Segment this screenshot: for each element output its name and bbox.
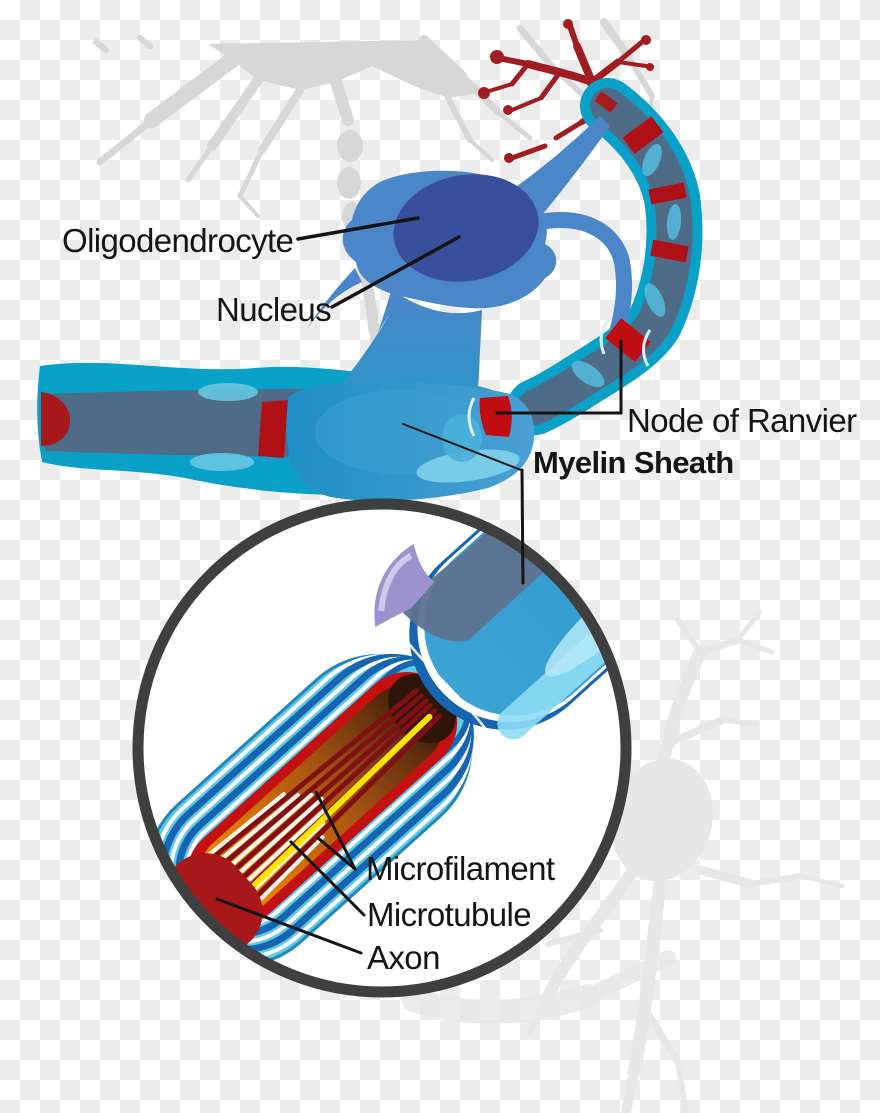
label-myelin-sheath: Myelin Sheath <box>533 445 734 480</box>
node-of-ranvier-band-right <box>479 396 512 437</box>
node-of-ranvier-band <box>622 116 664 154</box>
background-neuron-silhouette-bottom <box>402 609 844 1113</box>
pointer-nucleus <box>330 235 461 309</box>
wrap-edge-white <box>599 317 612 355</box>
chain-junction-node-band <box>594 91 618 113</box>
oligodendrocyte-process-right <box>532 212 632 344</box>
label-node-of-ranvier: Node of Ranvier <box>627 402 857 439</box>
node-of-ranvier-band-big <box>605 318 651 362</box>
myelinated-axon-chain <box>507 78 703 435</box>
pointer-oligodendrocyte <box>296 216 420 241</box>
label-nucleus: Nucleus <box>216 291 331 328</box>
node-of-ranvier-bands-chain <box>622 116 689 263</box>
myelin-highlight <box>198 383 258 401</box>
wrap-highlight <box>416 449 520 483</box>
label-microfilament: Microfilament <box>366 850 555 887</box>
silhouette-branches <box>402 609 844 1113</box>
myelin-highlight <box>190 453 254 471</box>
label-axon: Axon <box>367 939 440 976</box>
pointer-myelin-sheath-upper <box>402 423 522 471</box>
oligodendrocyte-process-left <box>306 268 362 330</box>
pointer-lines <box>215 216 623 955</box>
pointer-microfilament-1 <box>314 790 357 871</box>
node-of-ranvier-band <box>648 182 687 205</box>
inset-sheath-top-shade <box>400 508 622 642</box>
inset-sheath-edge-line <box>390 617 505 755</box>
silhouette-soma <box>611 758 713 882</box>
inset-circle-border <box>132 498 632 998</box>
inset-sheath-flap-inner <box>378 553 413 612</box>
silhouette-axon-bead <box>337 130 363 162</box>
pointer-myelin-sheath-inset <box>520 468 525 585</box>
oligodendrocyte-process-funnel <box>336 295 482 398</box>
inset-sheath-flap <box>374 543 435 627</box>
wrap-edge-white <box>642 329 652 367</box>
pointer-microfilament-2 <box>316 836 357 871</box>
silhouette-soma <box>208 40 486 98</box>
wrap-edge-white <box>467 397 476 437</box>
axon-left-node-cap <box>41 392 70 446</box>
node-of-ranvier-band <box>650 239 689 263</box>
node-of-ranvier-band-mid <box>258 400 288 458</box>
wrap-highlight <box>442 414 482 462</box>
wrap-sheen <box>315 390 485 474</box>
inset-sheath-bottom-light <box>497 508 622 740</box>
label-microtubule: Microtubule <box>367 896 531 933</box>
silhouette-axon-bead <box>337 167 361 199</box>
chain-highlights <box>571 143 682 388</box>
label-oligodendrocyte: Oligodendrocyte <box>62 222 293 259</box>
pointer-microtubule <box>289 840 366 917</box>
oligodendrocyte-process-left2 <box>378 288 402 332</box>
pointer-axon <box>215 897 363 955</box>
inset-microtubule <box>228 713 433 910</box>
oligodendrocyte-cell <box>306 116 632 344</box>
dendrite-tips <box>478 19 654 163</box>
